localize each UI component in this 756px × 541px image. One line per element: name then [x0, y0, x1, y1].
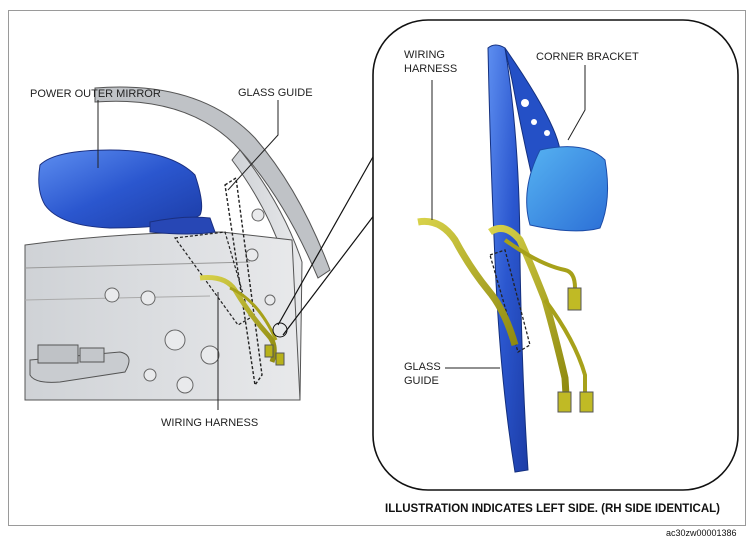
label-glass-guide-overview: GLASS GUIDE [238, 87, 313, 99]
label-glass-guide-detail: GLASS GUIDE [404, 361, 441, 387]
label-wiring-harness-detail: WIRING HARNESS [404, 49, 458, 75]
label-corner-bracket: CORNER BRACKET [536, 51, 639, 63]
leader-lines-detail [431, 65, 586, 369]
label-wiring-harness-overview: WIRING HARNESS [161, 417, 259, 429]
door-panel [24, 86, 331, 401]
leader-lines-overview [97, 100, 279, 410]
label-power-outer-mirror: POWER OUTER MIRROR [30, 88, 161, 100]
corner-bracket [526, 146, 609, 232]
glass-guide-overview [173, 176, 263, 387]
callout-connector [272, 147, 379, 338]
detail-callout-frame [372, 19, 739, 491]
wiring-harness-detail [417, 217, 594, 413]
illustration-note: ILLUSTRATION INDICATES LEFT SIDE. (RH SI… [385, 503, 720, 515]
power-outer-mirror [38, 149, 216, 235]
figure-code: ac30zw00001386 [666, 528, 737, 538]
figure-frame [8, 10, 746, 526]
wiring-harness-overview [199, 275, 285, 366]
